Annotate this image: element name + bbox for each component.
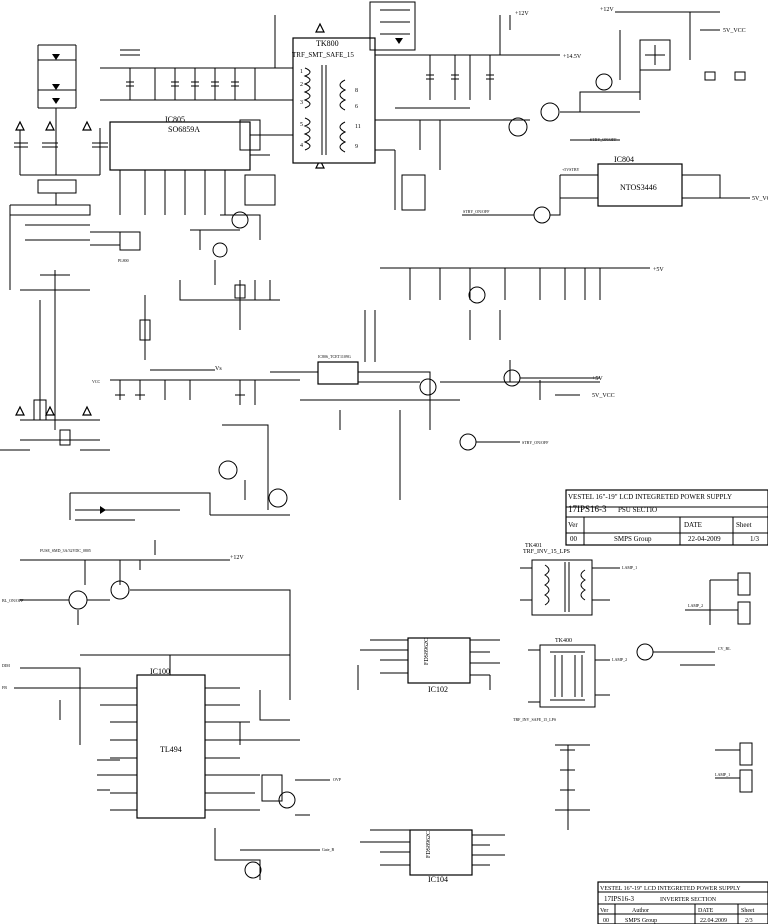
ic804-part: NTOS3446	[620, 183, 657, 192]
svg-text:Gate_B: Gate_B	[322, 847, 335, 852]
ic100-part: TL494	[160, 745, 182, 754]
tb1-section: PSU SECTIO	[618, 506, 657, 514]
net-stby: +5VSTBY	[562, 167, 579, 172]
svg-text:LAMP_2: LAMP_2	[612, 657, 627, 662]
top-right-regulator: +12V 5V_VCC	[600, 7, 746, 100]
svg-text:9: 9	[355, 144, 358, 150]
ic102-part: FDS8962C	[424, 638, 430, 665]
fuse-label: FUSE_SMD_3A/32VDC_0805	[40, 548, 91, 553]
ic104-part: FDS8962C	[426, 831, 432, 858]
tb1-sheet: 1/3	[750, 535, 759, 543]
title-block-psu: VESTEL 16"-19" LCD INTEGRETED POWER SUPP…	[565, 489, 768, 546]
primary-capacitor-bank	[100, 15, 290, 101]
tk401-name: TRF_INV_15_LPS	[523, 549, 570, 555]
tb2-part: 17IPS16-3	[604, 895, 634, 903]
tk800-transformer: TK800 TRF_SMT_SAFE_15 1 2 3 5 4 8 6 11 9	[290, 37, 395, 164]
5v-output-rail: +5V	[380, 267, 664, 340]
tk400-name: TRF_INV_SAFE_15_LPS	[513, 717, 556, 722]
ic104-mosfet: IC104 FDS8962C	[360, 829, 505, 884]
svg-text:CV_BL: CV_BL	[718, 646, 731, 651]
tb1-title: VESTEL 16"-19" LCD INTEGRETED POWER SUPP…	[568, 493, 732, 501]
ic805-label: IC805	[165, 115, 185, 124]
svg-text:11: 11	[355, 124, 361, 130]
tb1-part: 17IPS16-3	[568, 504, 607, 514]
svg-text:STBY_ON/OFF: STBY_ON/OFF	[590, 137, 617, 142]
ic102-mosfet: IC102 FDS8962C	[357, 637, 500, 694]
svg-text:LAMP_1: LAMP_1	[622, 565, 637, 570]
tk401-label: TK401	[525, 543, 542, 549]
ic100-label: IC100	[150, 667, 170, 676]
tb2-date: 22.04.2009	[700, 918, 727, 924]
svg-text:8: 8	[355, 88, 358, 94]
tb1-date-label: DATE	[684, 521, 702, 529]
net-plus5v-fb: +5V	[592, 376, 603, 382]
tk800-label: TK800	[316, 39, 339, 48]
ic806-optocoupler: IC806_TCET1109G STBY_ON/OFF +5V 5V_VCC	[270, 310, 615, 500]
secondary-rectifiers: +12V +14.5V STBY_ON/OFF	[369, 1, 640, 211]
title-block-inverter: VESTEL 16"-19" LCD INTEGRETED POWER SUPP…	[597, 881, 768, 924]
net-vs: Vs	[215, 366, 222, 372]
tk401-transformer: TK401 TRF_INV_15_LPS LAMP_1	[520, 543, 637, 616]
svg-text:6: 6	[355, 104, 358, 110]
net-plus14v: +14.5V	[563, 54, 582, 60]
tb2-sheet-label: Sheet	[741, 908, 755, 914]
svg-text:2: 2	[300, 82, 303, 88]
net-dim: DIM	[2, 663, 10, 668]
svg-text:3: 3	[300, 100, 303, 106]
ic104-label: IC104	[428, 875, 448, 884]
vs-aux-supply: Vs VCC	[92, 280, 300, 405]
net-vcc-left: VCC	[92, 379, 101, 384]
ic102-label: IC102	[428, 685, 448, 694]
svg-text:5: 5	[300, 122, 303, 128]
net-plus12v-right: +12V	[600, 7, 614, 13]
inverter-input: FUSE_SMD_3A/32VDC_0805 +12V BL_ON/OFF	[2, 548, 291, 700]
svg-text:LAMP_1: LAMP_1	[715, 772, 730, 777]
ic805-part: SO6859A	[168, 125, 200, 134]
tb2-date-label: DATE	[698, 908, 714, 914]
ic806-label: IC806_TCET1109G	[318, 354, 351, 359]
tb2-sheet: 2/3	[745, 918, 753, 924]
ic804-switch: IC804 NTOS3446 5V_VCC STBY_ON/OFF +5VSTB…	[462, 155, 768, 224]
lamp-connectors: LAMP_2 LAMP_1 CV_BL	[636, 572, 753, 793]
tb1-author: SMPS Group	[614, 535, 652, 543]
net-plus12v-top: +12V	[515, 11, 529, 17]
tb2-ver-label: Ver	[600, 908, 608, 914]
net-stby-onoff: STBY_ON/OFF	[463, 209, 490, 214]
net-5vvcc-mid: 5V_VCC	[752, 196, 768, 202]
svg-text:1: 1	[300, 69, 303, 75]
ic804-label: IC804	[614, 155, 634, 164]
tb2-section: INVERTER SECTION	[660, 897, 717, 903]
net-fb: FB	[2, 685, 7, 690]
ic805-controller: IC805 SO6859A	[109, 115, 290, 285]
tb2-author: SMPS Group	[625, 918, 657, 924]
svg-text:STBY_ON/OFF: STBY_ON/OFF	[522, 440, 549, 445]
tb1-sheet-label: Sheet	[736, 521, 752, 529]
tb2-title: VESTEL 16"-19" LCD INTEGRETED POWER SUPP…	[600, 886, 741, 892]
net-plus5v-rail: +5V	[653, 267, 664, 273]
tk400-transformer: TK400 TRF_INV_SAFE_15_LPS LAMP_2	[513, 638, 627, 722]
svg-text:LAMP_2: LAMP_2	[688, 603, 703, 608]
net-bl-onoff: BL_ON/OFF	[2, 598, 24, 603]
net-5vvcc-fb: 5V_VCC	[592, 393, 615, 399]
tk400-label: TK400	[555, 638, 572, 644]
svg-text:4: 4	[300, 143, 303, 149]
net-plus12v-inv: +12V	[230, 555, 244, 561]
tb1-date: 22-04-2009	[688, 535, 721, 543]
input-bridge	[0, 44, 141, 451]
lamp-current-sense	[555, 744, 590, 830]
pl800-label: PL800	[118, 258, 129, 263]
overvoltage-protection	[69, 424, 290, 555]
net-5vvcc-top: 5V_VCC	[723, 28, 746, 34]
tk800-name: TRF_SMT_SAFE_15	[292, 51, 354, 59]
pl800-connector: PL800	[118, 258, 129, 263]
tb2-author-label: Author	[632, 908, 649, 914]
tb1-ver: 00	[570, 535, 578, 543]
warning-icons	[15, 22, 325, 416]
tb1-ver-label: Ver	[568, 521, 578, 529]
svg-text:OVP: OVP	[333, 777, 342, 782]
tb2-ver: 00	[603, 918, 609, 924]
ic100-pwm-controller: IC100 TL494 DIM FB OVP Gate_B	[2, 654, 342, 880]
